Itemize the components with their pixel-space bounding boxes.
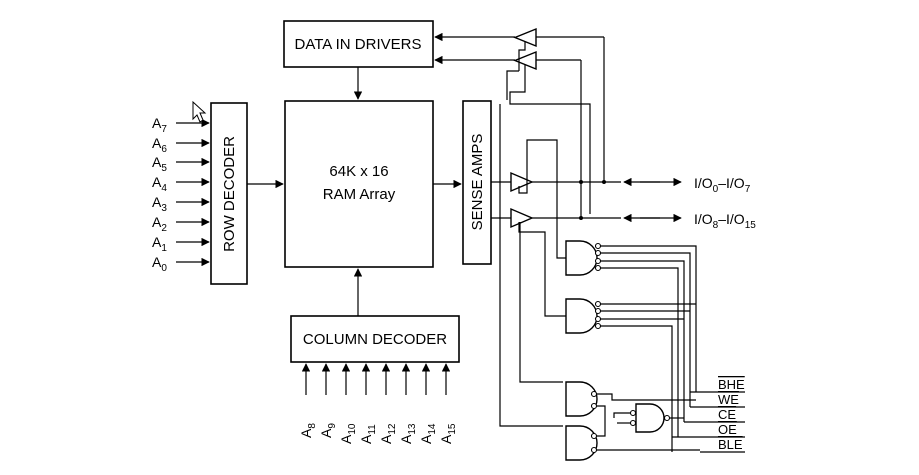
data-in-drivers-label: DATA IN DRIVERS [295, 36, 422, 53]
data-in-drivers-block: DATA IN DRIVERS [283, 20, 434, 68]
output-buffer-high-byte [491, 207, 534, 229]
output-buffer-low-byte [491, 171, 534, 193]
gate-input-wires [499, 104, 700, 452]
mouse-cursor-icon [192, 100, 207, 123]
pin-a14: A14 [418, 423, 438, 444]
and-gate-2 [565, 298, 602, 334]
ram-array-name-label: RAM Array [323, 186, 396, 203]
row-address-inputs: A7 A6 A5 A4 A3 A2 A1 A0 [152, 115, 210, 274]
pin-a7: A7 [152, 115, 167, 135]
pin-a3: A3 [152, 194, 167, 214]
pin-a0: A0 [152, 254, 167, 274]
signal-ce: CE [718, 407, 736, 422]
pin-a12: A12 [378, 423, 398, 444]
row-decoder-label: ROW DECODER [221, 136, 238, 252]
and-gate-3 [565, 381, 598, 417]
ram-array-size-label: 64K x 16 [329, 163, 388, 180]
pin-a15: A15 [438, 423, 458, 444]
input-buffer-lower [434, 50, 581, 71]
sense-amps-label: SENSE AMPS [469, 134, 486, 231]
row-decoder-block: ROW DECODER [210, 102, 248, 285]
pin-a5: A5 [152, 154, 167, 174]
pin-a1: A1 [152, 234, 167, 254]
column-address-inputs: A8 A9 A10 A11 A12 A13 A14 A15 [298, 363, 458, 444]
pin-a9: A9 [318, 423, 338, 438]
control-signals: BHE WE CE OE BLE [672, 377, 745, 453]
signal-oe: OE [718, 422, 737, 437]
sense-amps-block: SENSE AMPS [462, 100, 492, 265]
row-address-arrows [176, 118, 210, 267]
pin-a10: A10 [338, 423, 358, 444]
and-gate-4 [565, 425, 598, 461]
pin-a11: A11 [358, 424, 378, 444]
buffer-enable-wires [506, 42, 591, 383]
io-high-label: I/O8–I/O15 [694, 211, 756, 231]
pin-a8: A8 [298, 423, 318, 438]
column-address-arrows [301, 363, 451, 395]
io-bus-low: I/O0–I/O7 [532, 175, 751, 195]
column-decoder-label: COLUMN DECODER [303, 331, 447, 348]
io-bus-high: I/O8–I/O15 [532, 211, 756, 231]
and-gate-1 [565, 240, 602, 276]
column-decoder-block: COLUMN DECODER [290, 315, 460, 363]
pin-a2: A2 [152, 214, 167, 234]
input-buffer-upper [434, 27, 604, 48]
signal-bhe: BHE [718, 377, 745, 392]
ram-array-block: 64K x 16 RAM Array [284, 100, 434, 268]
and-gate-5 [629, 403, 671, 433]
pin-a13: A13 [398, 423, 418, 444]
signal-we: WE [718, 392, 739, 407]
io-low-label: I/O0–I/O7 [694, 175, 751, 195]
signal-ble: BLE [718, 437, 743, 452]
pin-a6: A6 [152, 135, 167, 155]
pin-a4: A4 [152, 174, 167, 194]
